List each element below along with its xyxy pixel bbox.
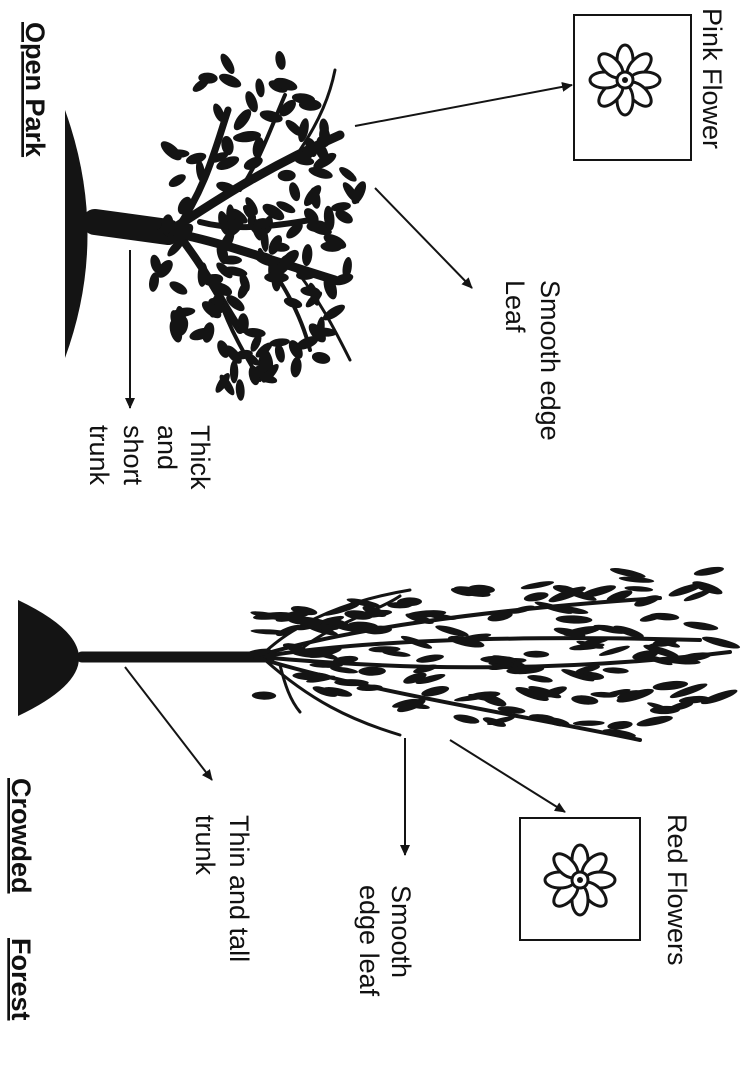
open-park-title: Open Park — [20, 22, 50, 158]
leaf — [264, 272, 289, 283]
leaf — [523, 591, 549, 603]
leaf — [218, 52, 238, 76]
leaf — [235, 379, 245, 401]
flower-icon — [590, 45, 660, 115]
trunk-label-line-2: and — [152, 425, 182, 470]
red-flower-box — [520, 818, 640, 940]
forest-leaf-label-line-2: edge leaf — [354, 885, 384, 997]
leaf — [274, 50, 287, 71]
leaf — [520, 580, 554, 591]
leaf — [217, 71, 243, 91]
trunk-arrow — [125, 667, 212, 780]
leaf — [330, 201, 351, 213]
leaf — [416, 653, 445, 664]
leaf-label-line-1: Smooth edge — [535, 280, 565, 441]
leaf — [235, 279, 252, 300]
leaf — [322, 685, 353, 699]
leaf — [292, 671, 331, 681]
leaf — [523, 651, 549, 658]
trunk-label-line-4: trunk — [84, 425, 114, 486]
leaf — [693, 565, 724, 577]
forest-trunk-label-line-1: Thin and tall — [224, 815, 254, 962]
pink-flower-box — [574, 15, 691, 160]
leaf — [555, 615, 592, 624]
leaf — [701, 634, 741, 651]
leaf — [453, 713, 480, 726]
flower-arrow — [450, 740, 565, 812]
leaf — [289, 356, 302, 378]
open-park-leaves — [138, 50, 369, 401]
leaf — [254, 78, 266, 98]
trunk-label-line-1: Thick — [185, 425, 215, 490]
red-flowers-label: Red Flowers — [662, 814, 692, 966]
leaf — [573, 720, 605, 726]
leaf — [636, 714, 674, 729]
leaf — [167, 279, 189, 298]
trunk-label-line-3: short — [118, 425, 148, 486]
flower-arrow — [355, 85, 572, 126]
forest-leaf-label-line-1: Smooth — [386, 885, 416, 978]
crowded-forest-tree — [18, 565, 741, 740]
leaf — [230, 360, 238, 383]
leaf — [602, 667, 628, 674]
leaf — [167, 172, 188, 190]
crowded-title-word-1: Crowded — [6, 778, 36, 894]
open-park-ground — [65, 110, 88, 358]
leaf — [252, 691, 277, 700]
crowded-title-word-2: Forest — [6, 938, 36, 1021]
leaf — [683, 620, 719, 632]
leaf — [200, 321, 216, 344]
leaf — [358, 666, 386, 675]
leaf — [287, 181, 302, 202]
crowded-forest-leaves — [241, 565, 741, 739]
leaf-label-line-2: Leaf — [500, 280, 530, 333]
leaf — [480, 655, 516, 663]
leaf — [593, 623, 628, 636]
open-park-tree — [65, 50, 369, 401]
crowded-forest-trunk — [82, 590, 730, 740]
leaf — [301, 244, 313, 267]
pink-flower-label: Pink Flower — [697, 8, 727, 149]
leaf — [527, 674, 553, 684]
forest-trunk-label-line-2: trunk — [190, 815, 220, 876]
leaf — [278, 170, 296, 182]
flower-icon — [545, 845, 615, 915]
leaf — [231, 106, 255, 133]
crowded-forest-ground — [18, 600, 79, 716]
leaf-arrow — [375, 188, 472, 288]
leaf — [311, 350, 332, 365]
leaf — [337, 164, 359, 184]
leaf — [397, 597, 422, 606]
